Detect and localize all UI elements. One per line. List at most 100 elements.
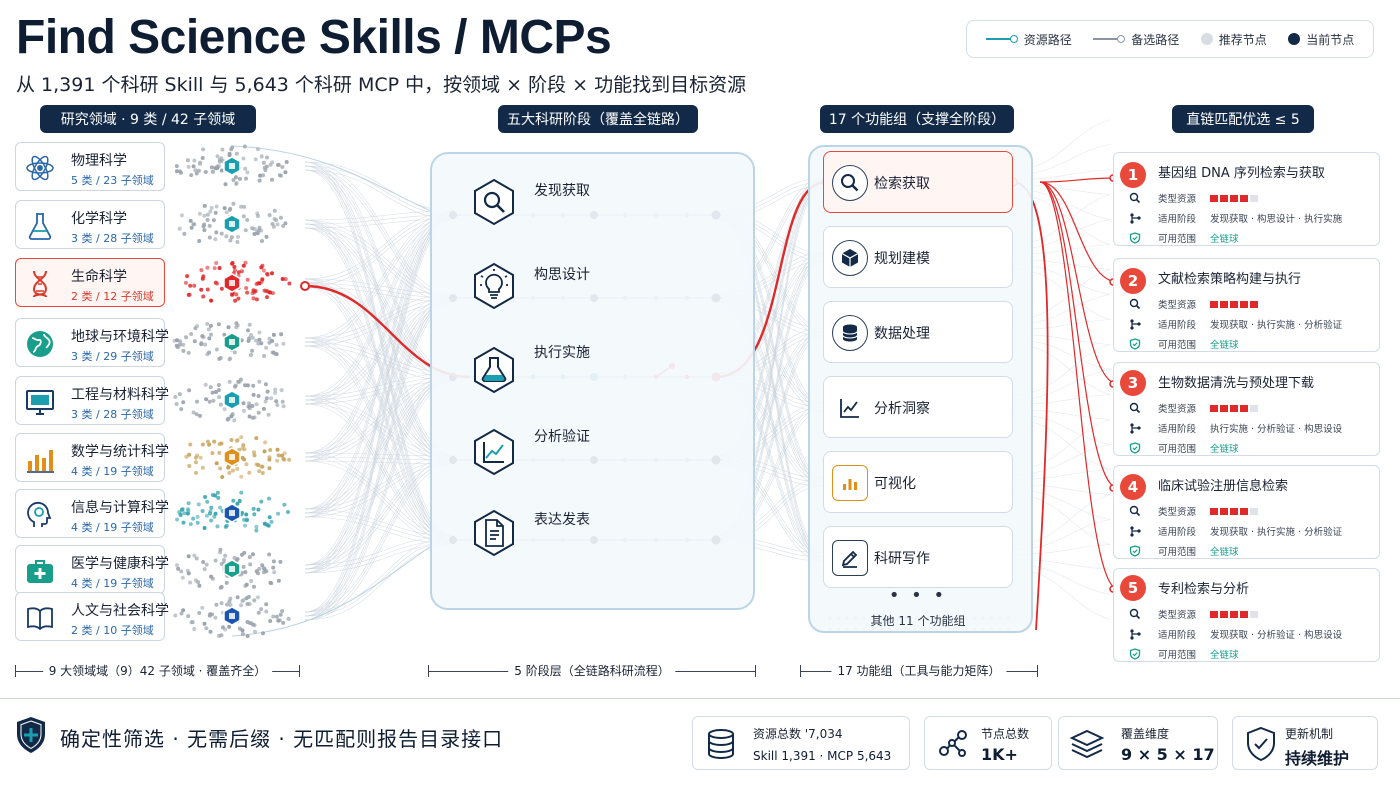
domain-name: 人文与社会科学 bbox=[71, 603, 169, 619]
domain-cluster-node bbox=[242, 517, 247, 522]
result-card-4[interactable]: 临床试验注册信息检索 类型资源 适用阶段发现获取 · 执行实施 · 分析验证 可… bbox=[1113, 465, 1380, 559]
domain-cluster-node bbox=[219, 441, 224, 446]
domain-cluster-node bbox=[227, 207, 232, 212]
domain-item-earth-environment[interactable]: 地球与环境科学 3 类 / 29 子领域 bbox=[15, 318, 169, 367]
domain-cluster-node bbox=[257, 337, 262, 342]
stage-hex-analyze[interactable] bbox=[470, 428, 518, 476]
domain-cluster-node bbox=[240, 455, 245, 460]
domain-cluster-node bbox=[239, 490, 244, 495]
domain-cluster-node bbox=[252, 415, 257, 420]
domain-cluster-node bbox=[274, 342, 279, 347]
domain-cluster-node bbox=[202, 567, 207, 572]
result-scope-row: 可用范围全链球 bbox=[1129, 231, 1239, 245]
result-card-2[interactable]: 文献检索策略构建与执行 类型资源 适用阶段发现获取 · 执行实施 · 分析验证 … bbox=[1113, 258, 1380, 352]
domain-cluster-node bbox=[247, 322, 252, 327]
domain-cluster-node bbox=[236, 281, 241, 285]
function-more-label[interactable]: 其他 11 个功能组 bbox=[870, 614, 966, 628]
domain-cluster-node bbox=[213, 166, 218, 171]
function-ellipsis: • • • bbox=[888, 585, 948, 606]
domain-cluster-node bbox=[219, 156, 224, 161]
function-item-visualization[interactable]: 可视化 bbox=[823, 451, 1013, 513]
footer-tagline-group: 确定性筛选 · 无需后缀 · 无匹配则报告目录接口 bbox=[14, 715, 503, 759]
domain-cluster-node bbox=[282, 502, 287, 507]
domain-cluster-node bbox=[209, 165, 214, 170]
domain-item-medical-health[interactable]: 医学与健康科学 4 类 / 19 子领域 bbox=[15, 545, 169, 594]
domain-cluster-node bbox=[236, 379, 241, 384]
domain-cluster-node bbox=[241, 564, 246, 569]
result-card-1[interactable]: 基因组 DNA 序列检索与获取 类型资源 适用阶段发现获取 · 构思设计 · 执… bbox=[1113, 152, 1380, 246]
domain-cluster-node bbox=[277, 173, 282, 178]
domain-cluster-node bbox=[227, 599, 232, 604]
domain-cluster-node bbox=[254, 297, 259, 302]
domain-hub-core bbox=[229, 613, 235, 619]
domain-cluster-node bbox=[263, 168, 268, 173]
domain-cluster-node bbox=[260, 471, 265, 475]
domain-cluster-node bbox=[246, 594, 251, 599]
function-item-analysis[interactable]: 分析洞察 bbox=[823, 376, 1013, 438]
domain-cluster-node bbox=[218, 356, 223, 360]
stage-hex-discover[interactable] bbox=[470, 178, 518, 226]
domain-cluster-node bbox=[282, 457, 287, 462]
result-card-5[interactable]: 专利检索与分析 类型资源 适用阶段发现获取 · 分析验证 · 构思设设 可用范围… bbox=[1113, 568, 1380, 662]
domain-cluster-node bbox=[230, 261, 235, 265]
domain-cluster-node bbox=[247, 470, 252, 475]
domain-cluster-node bbox=[212, 266, 217, 271]
legend-dot-icon bbox=[1200, 33, 1213, 45]
domain-item-chemistry[interactable]: 化学科学 3 类 / 28 子领域 bbox=[15, 200, 165, 249]
domain-item-humanities-social[interactable]: 人文与社会科学 2 类 / 10 子领域 bbox=[15, 592, 169, 641]
domain-cluster-node bbox=[189, 173, 194, 178]
domain-cluster-node bbox=[222, 332, 227, 337]
header-stages: 五大科研阶段（覆盖全链路） bbox=[498, 105, 698, 133]
result-card-3[interactable]: 生物数据清洗与预处理下载 类型资源 适用阶段执行实施 · 分析验证 · 构思设设… bbox=[1113, 362, 1380, 456]
domain-cluster-node bbox=[207, 399, 212, 404]
domain-hub-hex bbox=[223, 214, 241, 234]
domain-cluster-node bbox=[271, 291, 275, 296]
domain-cluster-node bbox=[254, 528, 259, 533]
function-item-retrieval[interactable]: 检索获取 bbox=[823, 151, 1013, 213]
domain-hub-hex bbox=[223, 332, 241, 352]
stage-hex-execute[interactable] bbox=[470, 346, 518, 394]
function-label: 科研写作 bbox=[874, 551, 930, 567]
domain-item-physics[interactable]: 物理科学 5 类 / 23 子领域 bbox=[15, 142, 165, 191]
domain-cluster-node bbox=[276, 511, 281, 516]
domain-cluster-node bbox=[251, 288, 256, 293]
stage-hex-publish[interactable] bbox=[470, 509, 518, 557]
domain-item-engineering-materials[interactable]: 工程与材料科学 3 类 / 28 子领域 bbox=[15, 376, 169, 425]
domain-cluster-node bbox=[218, 466, 223, 471]
domain-cluster-node bbox=[244, 286, 249, 290]
domain-item-info-computing[interactable]: 信息与计算科学 4 类 / 19 子领域 bbox=[15, 489, 169, 538]
domain-cluster-node bbox=[208, 323, 213, 328]
domain-cluster-node bbox=[257, 330, 262, 335]
domain-cluster-node bbox=[273, 390, 278, 395]
domain-cluster-node bbox=[277, 163, 281, 167]
domain-cluster-node bbox=[223, 524, 228, 529]
domain-cluster-node bbox=[233, 462, 238, 467]
book-icon bbox=[24, 602, 56, 634]
function-item-data-processing[interactable]: 数据处理 bbox=[823, 301, 1013, 363]
domain-cluster-node bbox=[187, 292, 192, 297]
domain-cluster-node bbox=[236, 610, 241, 615]
domain-item-math-statistics[interactable]: 数学与统计科学 4 类 / 19 子领域 bbox=[15, 433, 169, 482]
domain-cluster-node bbox=[217, 450, 222, 455]
domain-cluster-node bbox=[215, 164, 220, 169]
function-item-modeling[interactable]: 规划建模 bbox=[823, 226, 1013, 288]
domain-item-life-science[interactable]: 生命科学 2 类 / 12 子领域 bbox=[15, 258, 165, 307]
result-type-row: 类型资源 bbox=[1129, 607, 1258, 621]
domain-cluster-node bbox=[250, 415, 255, 420]
stage-hex-design[interactable] bbox=[470, 262, 518, 310]
domain-cluster-node bbox=[205, 439, 210, 444]
domain-cluster-node bbox=[198, 413, 202, 418]
branch-icon bbox=[1128, 317, 1142, 331]
function-item-writing[interactable]: 科研写作 bbox=[823, 526, 1013, 588]
domain-sub: 4 类 / 19 子领域 bbox=[71, 465, 154, 478]
domain-cluster-node bbox=[226, 561, 231, 566]
domain-cluster-node bbox=[179, 507, 184, 512]
search-icon bbox=[1128, 504, 1142, 518]
domain-cluster-node bbox=[225, 602, 230, 607]
domain-sub: 2 类 / 10 子领域 bbox=[71, 624, 154, 637]
result-stage-row: 适用阶段发现获取 · 执行实施 · 分析验证 bbox=[1130, 524, 1342, 538]
domain-cluster-node bbox=[214, 347, 219, 352]
domain-cluster-node bbox=[201, 335, 206, 340]
domain-cluster-node bbox=[195, 514, 200, 519]
